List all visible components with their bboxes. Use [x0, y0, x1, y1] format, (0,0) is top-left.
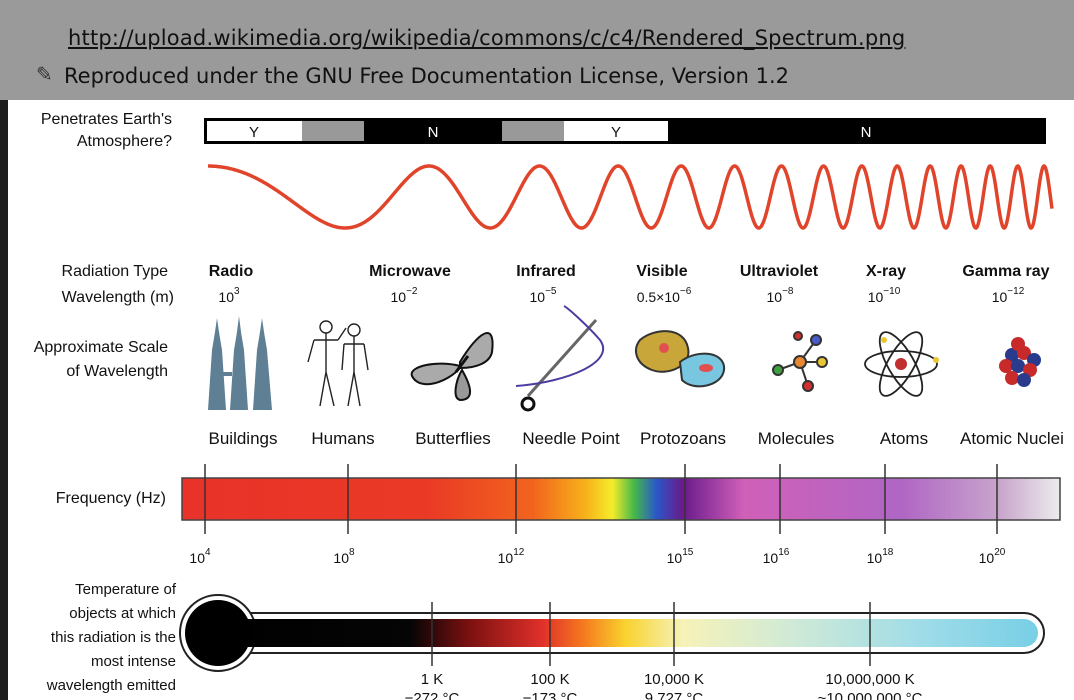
wavelength-value: 10−5 — [530, 286, 557, 305]
wavelength-value: 10−12 — [992, 286, 1025, 305]
radiation-type-label: Radiation Type — [62, 263, 169, 280]
temperature-label-5: wavelength emitted — [46, 677, 176, 694]
frequency-label: Frequency (Hz) — [56, 490, 166, 507]
frequency-tick-label: 1020 — [979, 547, 1006, 566]
atmosphere-label-2: Atmosphere? — [77, 133, 172, 150]
wavelength-value: 10−8 — [767, 286, 794, 305]
atmosphere-segment-no — [364, 121, 502, 141]
radiation-infrared: Infrared 10−5 — [516, 263, 576, 305]
needle-icon — [515, 305, 604, 412]
frequency-tick-label: 1015 — [667, 547, 694, 566]
atmosphere-segment-partial — [302, 121, 364, 141]
wavelength-value: 10−2 — [391, 286, 418, 305]
buildings-icon — [208, 316, 272, 410]
humans-icon — [307, 320, 369, 407]
radiation-name: Microwave — [369, 263, 451, 280]
atmosphere-label-1: Penetrates Earth's — [41, 111, 172, 128]
atmosphere-n-1: N — [428, 124, 439, 141]
frequency-tick-label: 1012 — [498, 547, 525, 566]
atmosphere-bar: Y N Y N — [204, 118, 1046, 144]
nucleus-icon — [999, 337, 1041, 387]
atmosphere-y-2: Y — [611, 124, 621, 141]
spectrum-diagram: Penetrates Earth's Atmosphere? Y N Y N R… — [8, 100, 1074, 700]
frequency-tick-label: 104 — [189, 547, 211, 566]
scale-label-2: of Wavelength — [66, 363, 168, 380]
spectrum-svg: Penetrates Earth's Atmosphere? Y N Y N R… — [34, 111, 1064, 700]
scale-object-label: Buildings — [209, 429, 278, 448]
source-banner: http://upload.wikimedia.org/wikipedia/co… — [0, 0, 1074, 100]
frequency-bar — [181, 477, 1061, 521]
temperature-kelvin: 10,000,000 K — [825, 671, 914, 688]
radiation-xray: X-ray 10−10 — [866, 263, 906, 305]
wavelength-value: 103 — [218, 286, 240, 305]
radiation-microwave: Microwave 10−2 — [369, 263, 451, 305]
frequency-tick-label: 1016 — [763, 547, 790, 566]
scale-object-label: Butterflies — [415, 429, 491, 448]
radiation-name: X-ray — [866, 263, 906, 280]
radiation-radio: Radio 103 — [209, 263, 254, 305]
temperature-kelvin: 10,000 K — [644, 671, 704, 688]
scale-label-1: Approximate Scale — [34, 339, 168, 356]
atmosphere-segment-yes — [207, 121, 302, 141]
temperature-label-3: this radiation is the — [51, 629, 176, 646]
molecule-icon — [772, 331, 828, 392]
radiation-gamma: Gamma ray 10−12 — [962, 263, 1049, 305]
temperature-ticks — [431, 602, 871, 666]
paperclip-icon: ✎ — [36, 62, 53, 86]
wavelength-label: Wavelength (m) — [62, 289, 174, 306]
radiation-name: Radio — [209, 263, 254, 280]
butterfly-icon — [410, 332, 494, 402]
wavelength-value: 10−10 — [868, 286, 901, 305]
thermometer — [179, 594, 1045, 672]
atmosphere-segment-no — [668, 121, 1043, 141]
atmosphere-n-2: N — [861, 124, 872, 141]
atmosphere-segment-partial — [502, 121, 564, 141]
atmosphere-y-1: Y — [249, 124, 259, 141]
temperature-kelvin: 1 K — [421, 671, 444, 688]
scale-object-label: Protozoans — [640, 429, 726, 448]
license-text: Reproduced under the GNU Free Documentat… — [64, 64, 789, 88]
source-url-link[interactable]: http://upload.wikimedia.org/wikipedia/co… — [68, 26, 906, 50]
scale-object-label: Molecules — [758, 429, 835, 448]
scale-object-label: Needle Point — [522, 429, 620, 448]
temperature-celsius: 9,727 °C — [645, 690, 704, 700]
radiation-name: Infrared — [516, 263, 576, 280]
radiation-name: Visible — [636, 263, 687, 280]
temperature-label-4: most intense — [91, 653, 176, 670]
frequency-ticks — [204, 464, 998, 534]
scale-object-label: Atoms — [880, 429, 928, 448]
wavelength-wave — [208, 164, 1054, 230]
scale-object-label: Atomic Nuclei — [960, 429, 1064, 448]
temperature-kelvin: 100 K — [530, 671, 569, 688]
frequency-tick-label: 108 — [333, 547, 355, 566]
temperature-label-1: Temperature of — [75, 581, 177, 598]
wavelength-value: 0.5×10−6 — [637, 286, 692, 305]
radiation-visible: Visible 0.5×10−6 — [636, 263, 691, 305]
temperature-label-2: objects at which — [69, 605, 176, 622]
temperature-celsius: −272 °C — [405, 690, 460, 700]
radiation-ultraviolet: Ultraviolet 10−8 — [740, 263, 819, 305]
frequency-tick-label: 1018 — [867, 547, 894, 566]
radiation-name: Ultraviolet — [740, 263, 819, 280]
scale-object-label: Humans — [311, 429, 374, 448]
temperature-celsius: ~10,000,000 °C — [818, 690, 923, 700]
atom-icon — [864, 331, 939, 397]
protozoan-icon — [635, 330, 726, 388]
atmosphere-segment-yes — [564, 121, 668, 141]
radiation-name: Gamma ray — [962, 263, 1049, 280]
temperature-celsius: −173 °C — [523, 690, 578, 700]
